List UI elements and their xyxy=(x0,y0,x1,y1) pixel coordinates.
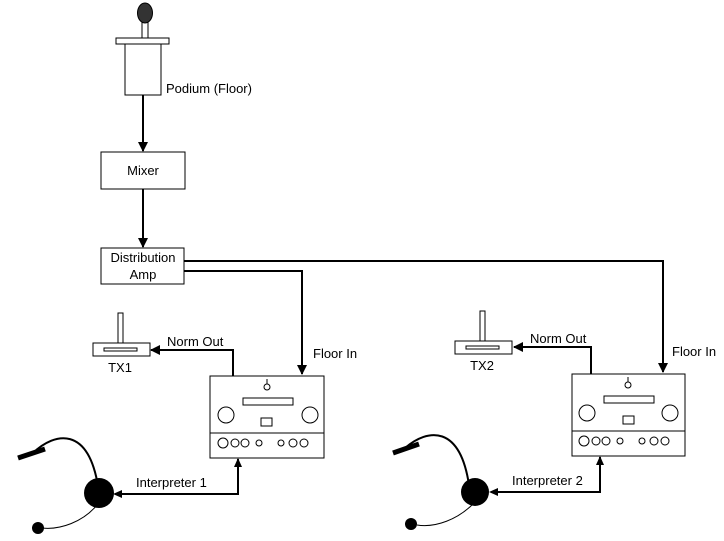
floor-in-2-arrow xyxy=(184,260,668,373)
interpreter-2-headset-icon xyxy=(392,434,489,530)
norm-out-1-label: Norm Out xyxy=(167,334,224,349)
norm-out-1-arrow xyxy=(150,345,234,376)
tx2-transmitter-icon xyxy=(454,310,513,355)
interpreter-console-2-icon xyxy=(571,373,686,457)
interpreter-1-headset-icon xyxy=(17,437,114,534)
floor-in-2-label: Floor In xyxy=(672,344,716,359)
interpreter-1-link xyxy=(115,459,239,495)
floor-in-1-label: Floor In xyxy=(313,346,357,361)
norm-out-2-arrow xyxy=(513,342,592,374)
mixer-label: Mixer xyxy=(127,163,159,178)
mixer-box xyxy=(100,151,186,190)
tx2-label: TX2 xyxy=(470,358,494,373)
distribution-amp-label-line2: Amp xyxy=(130,267,157,282)
interpreter-1-label: Interpreter 1 xyxy=(136,475,207,490)
floor-in-1-arrow xyxy=(184,270,307,375)
distribution-amp-box xyxy=(100,247,185,285)
interpreter-2-arrowhead-left xyxy=(489,488,498,496)
podium-microphone-icon xyxy=(115,2,170,96)
tx1-label: TX1 xyxy=(108,360,132,375)
tx1-transmitter-icon xyxy=(92,312,151,357)
interpreter-2-label: Interpreter 2 xyxy=(512,473,583,488)
norm-out-2-label: Norm Out xyxy=(530,331,587,346)
interpreter-console-1-icon xyxy=(209,375,325,459)
interpreter-1-arrowhead-left xyxy=(113,490,122,498)
interpreter-2-link xyxy=(491,457,601,493)
podium-label: Podium (Floor) xyxy=(166,81,252,96)
interpreter-1-arrowhead-up xyxy=(234,458,242,467)
interpreter-2-arrowhead-up xyxy=(596,456,604,465)
distribution-amp-label-line1: Distribution xyxy=(110,250,175,265)
